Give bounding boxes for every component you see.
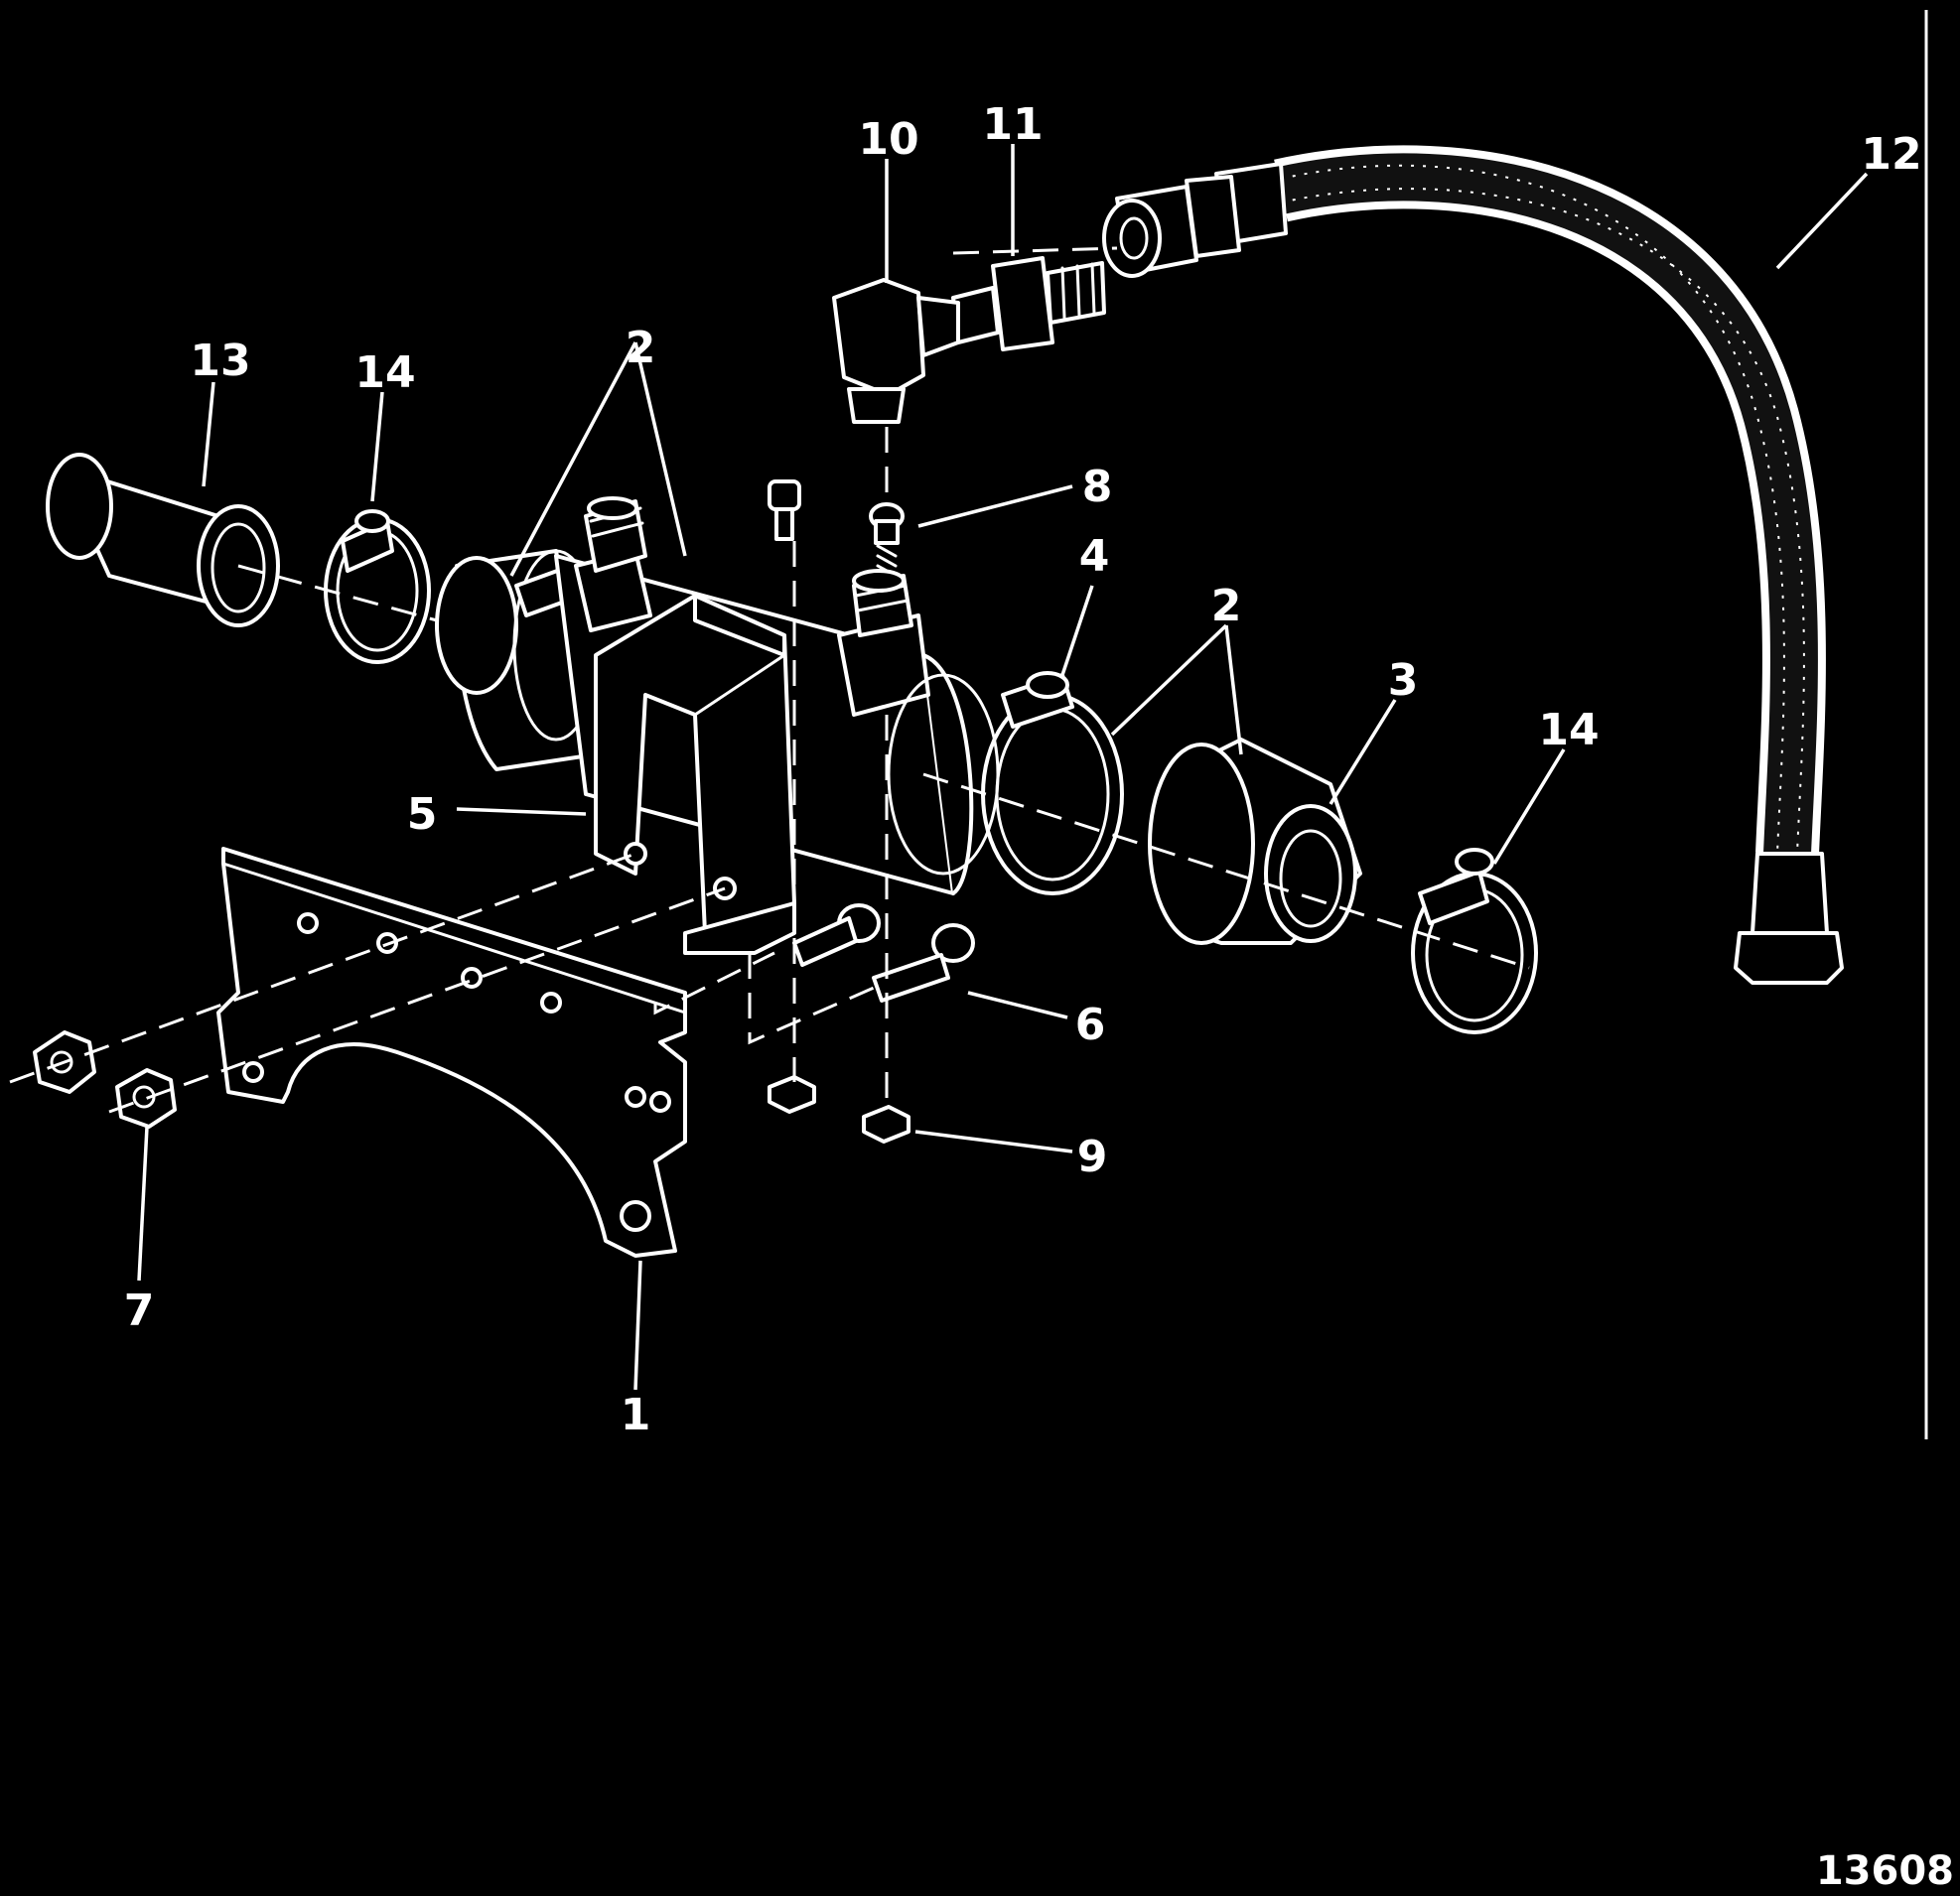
tube-part bbox=[46, 453, 280, 627]
hose-part bbox=[1102, 145, 1844, 985]
screw-parts bbox=[768, 479, 975, 1003]
callout-6: 6 bbox=[1075, 1000, 1106, 1050]
sealing-ring-part bbox=[887, 673, 1000, 876]
callout-8: 8 bbox=[1082, 462, 1113, 512]
adapter-fitting-part bbox=[951, 256, 1106, 351]
callout-13: 13 bbox=[190, 336, 250, 386]
callout-7: 7 bbox=[124, 1286, 155, 1336]
hose-clamp-left-part bbox=[324, 509, 431, 664]
leader-lines bbox=[137, 144, 1869, 1391]
callout-12: 12 bbox=[1861, 129, 1921, 180]
callout-9: 9 bbox=[1077, 1132, 1108, 1182]
callout-14-right: 14 bbox=[1538, 705, 1599, 755]
hose-clamp-far-right-part bbox=[1411, 848, 1538, 1034]
cooler-body-part bbox=[435, 496, 974, 955]
callout-1: 1 bbox=[621, 1390, 651, 1440]
callout-4: 4 bbox=[1079, 531, 1110, 582]
callout-10: 10 bbox=[858, 114, 918, 165]
callout-14-left: 14 bbox=[354, 347, 415, 398]
callout-11: 11 bbox=[982, 99, 1043, 150]
callout-3: 3 bbox=[1388, 655, 1419, 706]
figure-number: 13608 bbox=[1816, 1848, 1954, 1894]
hose-clamp-right-part bbox=[981, 671, 1124, 895]
callout-2-right: 2 bbox=[1211, 581, 1242, 631]
plug-screw-part bbox=[869, 502, 905, 578]
callout-labels: 1 2 2 3 4 5 6 7 8 9 10 11 12 13 14 14 bbox=[124, 99, 1922, 1440]
assembly-axes bbox=[9, 246, 1530, 1114]
small-nut-parts bbox=[768, 1075, 910, 1144]
callout-5: 5 bbox=[407, 789, 438, 840]
callout-2-left: 2 bbox=[626, 323, 656, 373]
base-bracket-part bbox=[216, 847, 687, 1258]
reducer-boot-part bbox=[1148, 738, 1362, 945]
elbow-fitting-part bbox=[832, 278, 960, 424]
nut-parts bbox=[33, 1030, 177, 1129]
